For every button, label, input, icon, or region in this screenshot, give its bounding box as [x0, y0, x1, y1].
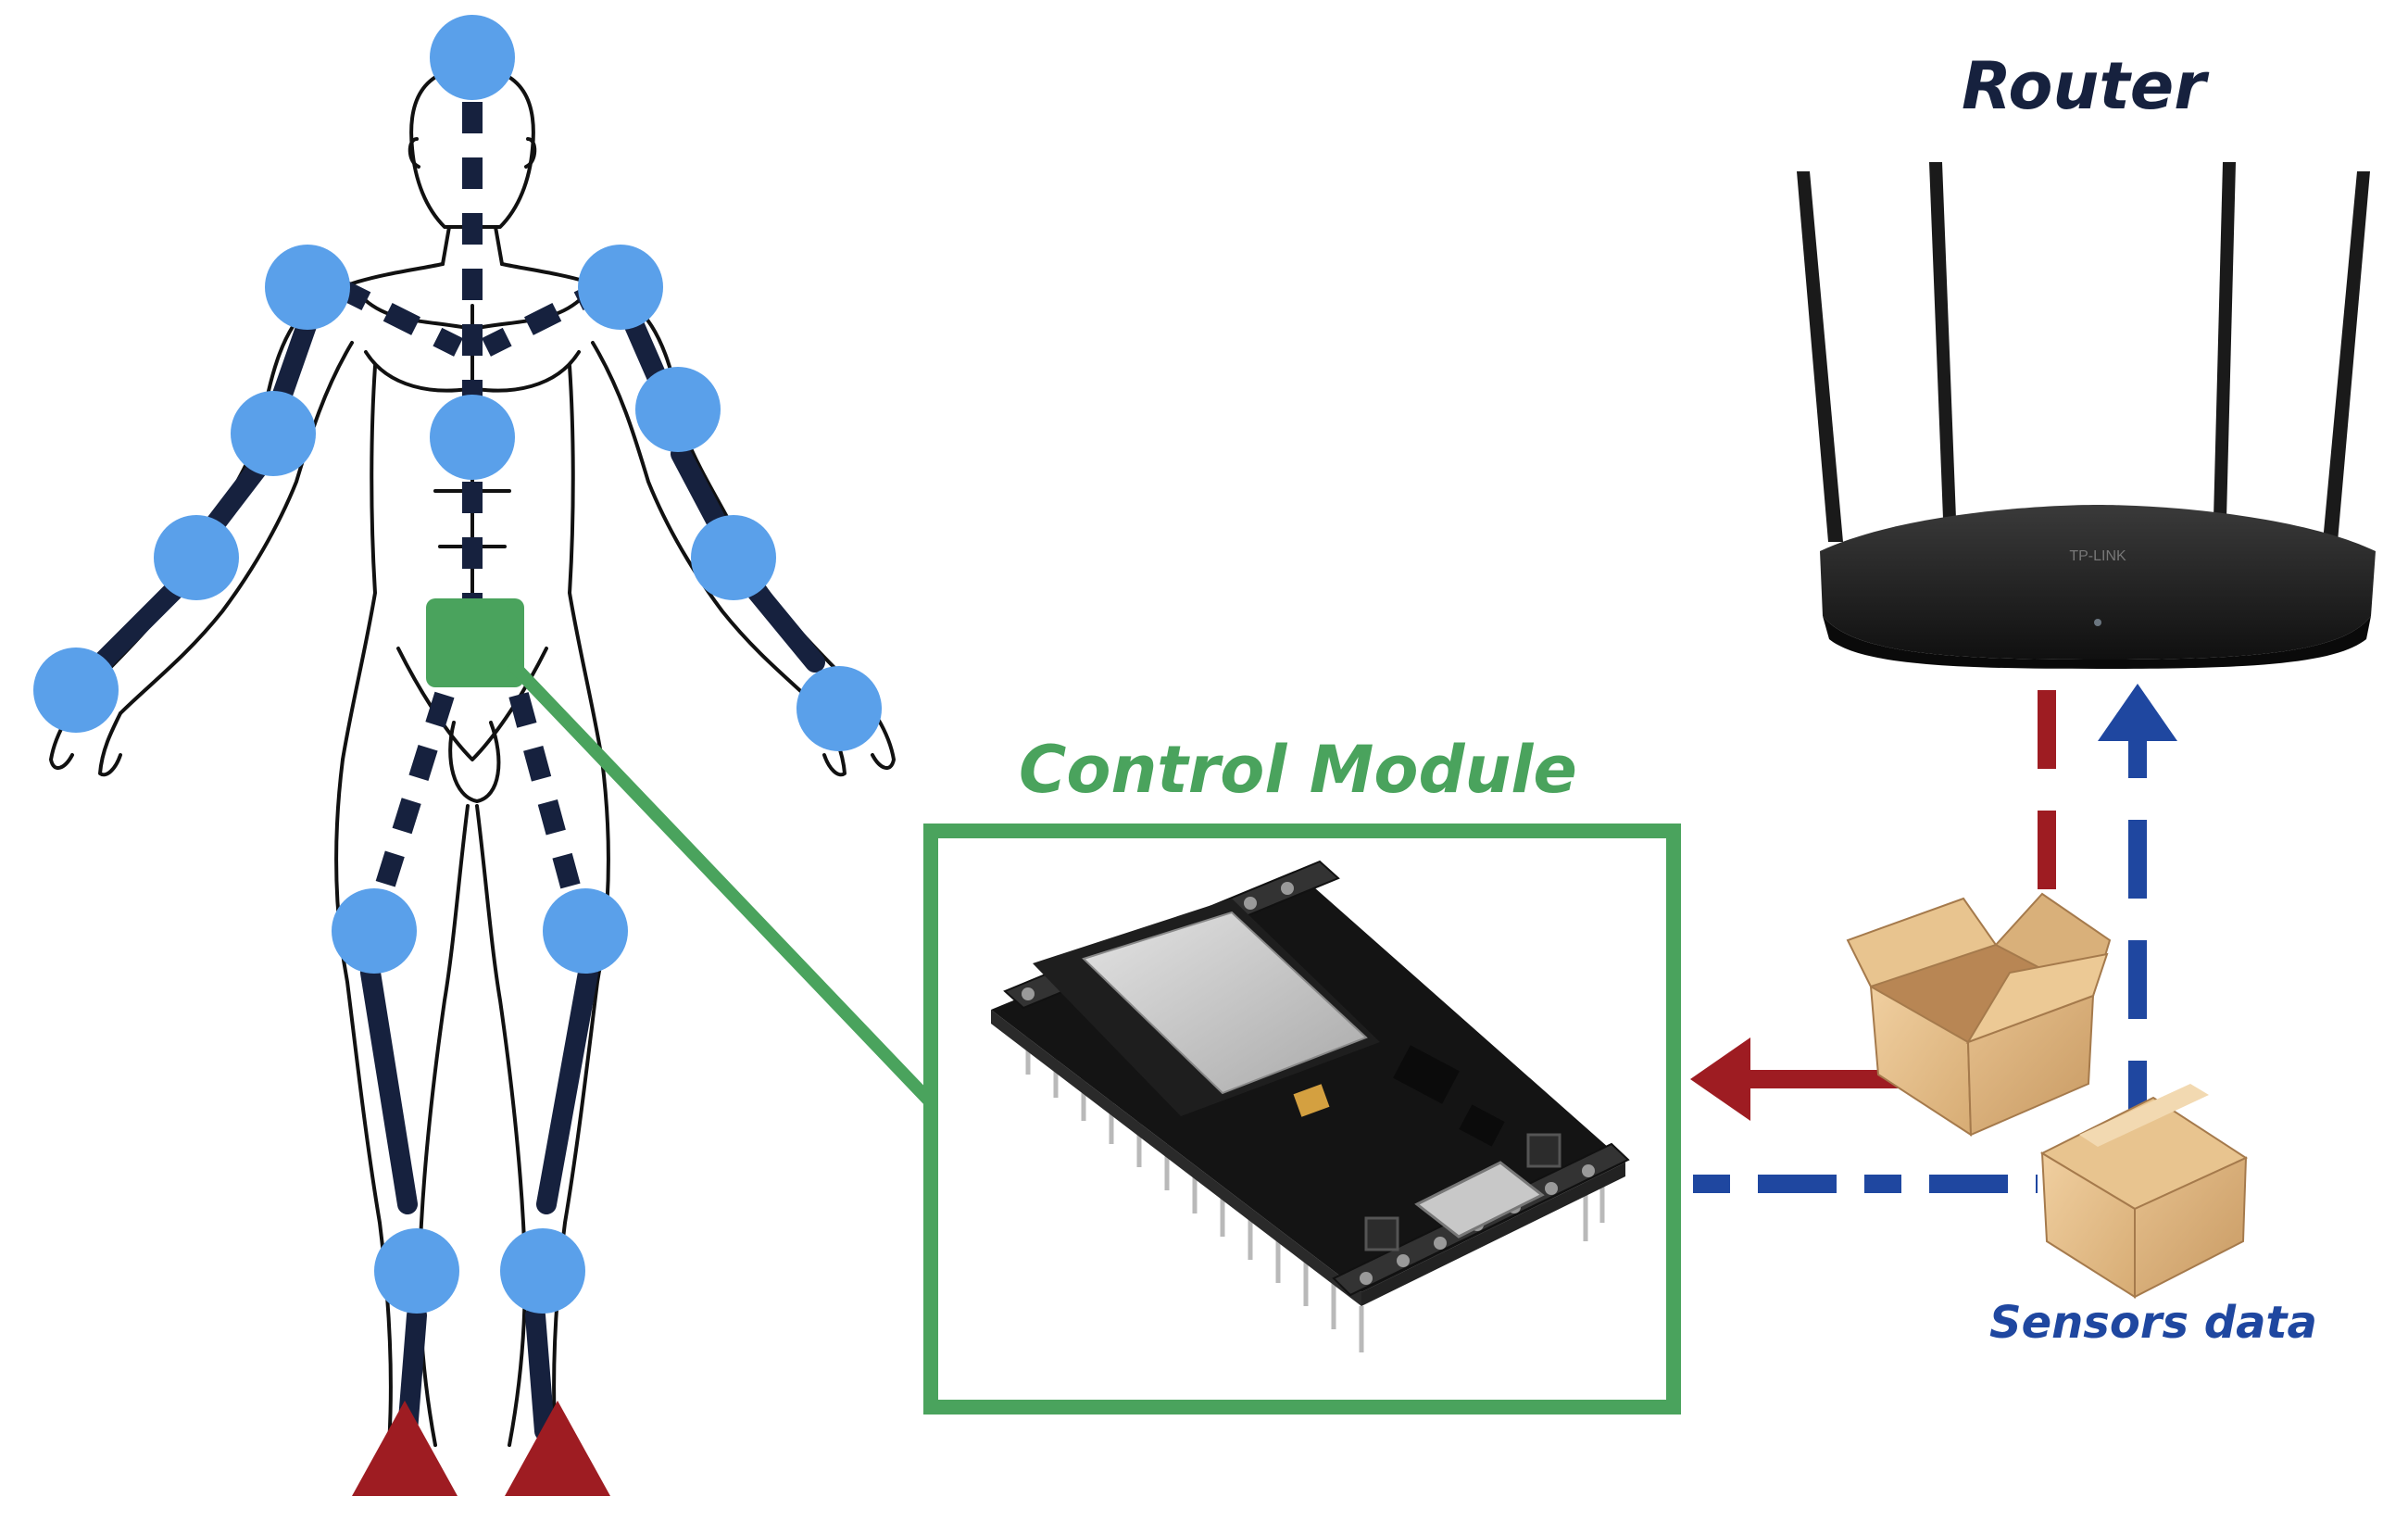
esp32-board-image — [991, 860, 1630, 1352]
right-foot-sensor — [505, 1401, 610, 1496]
left-hand-link — [92, 573, 191, 673]
left-elbow-joint — [231, 391, 316, 476]
foot-sensors — [352, 1401, 610, 1496]
router-antenna — [2323, 171, 2370, 542]
left-clavicle-link — [333, 278, 463, 357]
dashed-links — [333, 102, 611, 921]
right-elbow-joint — [635, 367, 721, 452]
chest-joint — [430, 395, 515, 480]
right-shoulder-joint — [578, 245, 663, 330]
router-antenna — [1797, 171, 1843, 542]
right-hand-joint — [796, 666, 882, 751]
left-knee-joint — [332, 888, 417, 974]
closed-data-packet-icon — [2039, 1084, 2249, 1299]
body-to-module-connector — [506, 659, 936, 1107]
control-module-frame — [923, 824, 1681, 1415]
left-foot-sensor — [352, 1401, 458, 1496]
left-wrist-joint — [154, 515, 239, 600]
joint-sensors — [33, 15, 882, 1314]
right-ankle-joint — [500, 1228, 585, 1314]
uplink-arrowhead — [2098, 684, 2177, 741]
sensors-data-label: Sensors data — [1989, 1297, 2317, 1349]
right-hip-link — [508, 692, 589, 920]
router-antenna — [2214, 162, 2236, 519]
router-label: Router — [1962, 48, 2206, 124]
right-knee-joint — [543, 888, 628, 974]
body-control-unit — [426, 598, 524, 687]
left-hip-link — [365, 691, 455, 921]
right-thigh-link — [536, 962, 598, 1214]
right-wrist-joint — [691, 515, 776, 600]
right-shin-link — [525, 1305, 555, 1441]
left-hand-joint — [33, 648, 119, 733]
downlink-arrowhead — [1690, 1037, 1750, 1121]
router-image: TP-LINK — [1797, 162, 2376, 669]
router-status-led — [2094, 619, 2101, 626]
left-ankle-joint — [374, 1228, 459, 1314]
head-joint — [430, 15, 515, 100]
left-shoulder-joint — [265, 245, 350, 330]
left-thigh-link — [360, 962, 418, 1214]
router-antenna — [1929, 162, 1956, 519]
right-hand-link — [740, 573, 825, 673]
open-data-packet-icon — [1846, 892, 2112, 1137]
router-brand-mark: TP-LINK — [2069, 548, 2126, 564]
control-module-label: Control Module — [1019, 732, 1577, 808]
